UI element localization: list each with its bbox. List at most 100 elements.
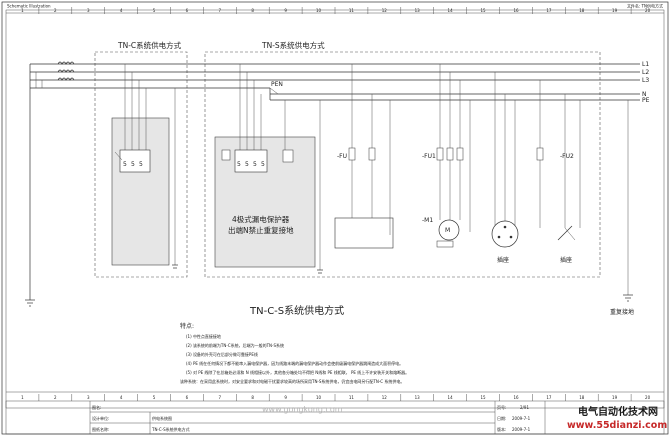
brand-line2: www.55dianzi.com (567, 420, 667, 431)
header-right-title: 文件名: TN供电方式 (627, 3, 663, 9)
bottom-ruler-number-11: 11 (349, 395, 355, 400)
inner-frame (5, 9, 665, 409)
notes-line-2: (2) 该系统的前端为TN-C系统，后端为一般的TN-S系统 (186, 342, 284, 348)
top-ruler-number-6: 6 (186, 8, 189, 13)
bus-lines (29, 61, 640, 300)
notes-heading: 特点: (180, 322, 194, 330)
tnc-box (94, 51, 188, 278)
top-ruler-number-10: 10 (316, 8, 322, 13)
top-ruler-number-20: 20 (645, 8, 651, 13)
fu2-switch-branch (536, 80, 581, 241)
tb-date2-label: 版本: (497, 426, 506, 432)
bottom-ruler-number-13: 13 (415, 395, 421, 400)
svg-text:5: 5 (237, 161, 241, 168)
header-left-title: Schematic Illustration (7, 4, 51, 9)
svg-text:5: 5 (245, 161, 249, 168)
tb-date2-value: 2009-7-1 (512, 427, 531, 432)
bottom-ruler-number-5: 5 (153, 395, 156, 400)
notes-line-5: (5) 对 PE 线除了在总箱处必须和 N 线相接以外，其他各分箱处均不得把 N… (186, 369, 409, 375)
bottom-ruler-number-6: 6 (186, 395, 189, 400)
socket-label-2: 插座 (560, 256, 572, 264)
top-ruler-number-14: 14 (448, 8, 454, 13)
top-ruler-number-12: 12 (382, 8, 388, 13)
top-ruler-number-19: 19 (612, 8, 618, 13)
bottom-ruler-number-20: 20 (645, 395, 651, 400)
svg-text:5: 5 (139, 161, 143, 168)
watermark: www.gongkong.com (262, 405, 343, 414)
top-ruler-number-2: 2 (54, 8, 57, 13)
fu1-label: -FU1 (422, 153, 436, 160)
top-ruler-number-1: 1 (21, 8, 24, 13)
tns-box (204, 51, 601, 278)
pen-label: PEN (271, 81, 283, 88)
main-title: TN-C-S系统供电方式 (249, 304, 344, 317)
bottom-ruler-number-4: 4 (120, 395, 123, 400)
fu1-motor-branch: M (436, 64, 471, 248)
bottom-ruler-number-2: 2 (54, 395, 57, 400)
bottom-ruler-number-10: 10 (316, 395, 322, 400)
bottom-ruler-number-19: 19 (612, 395, 618, 400)
bus-label-l1: L1 (642, 61, 649, 68)
repeat-ground-symbol (623, 100, 633, 302)
top-ruler-number-4: 4 (120, 8, 123, 13)
fu-branch (334, 64, 394, 249)
bottom-ruler-number-17: 17 (546, 395, 552, 400)
bottom-ruler-number-9: 9 (284, 395, 287, 400)
m1-label: -M1 (422, 217, 433, 224)
bottom-ruler-number-14: 14 (448, 395, 454, 400)
top-ruler-number-17: 17 (546, 8, 552, 13)
socket-label-1: 插座 (497, 256, 509, 264)
top-ruler-number-16: 16 (513, 8, 519, 13)
title-block (5, 400, 665, 435)
bus-label-l2: L2 (642, 69, 649, 76)
bottom-ruler-number-15: 15 (480, 395, 486, 400)
main-ground-symbol (25, 299, 35, 307)
notes-block: 特点: (1) 中性点直接接地 (2) 该系统的前端为TN-C系统，后端为一般的… (180, 322, 409, 384)
breaker-title-line1: 4极式漏电保护器 (232, 214, 290, 224)
bus-label-pe: PE (642, 97, 650, 104)
top-ruler-number-11: 11 (349, 8, 355, 13)
tb-row1: 图名: (92, 404, 101, 410)
tnc-label: TN-C系统供电方式 (117, 40, 182, 50)
top-ruler-number-5: 5 (153, 8, 156, 13)
bottom-ruler-number-3: 3 (87, 395, 90, 400)
bottom-ruler-number-12: 12 (382, 395, 388, 400)
socket-1 (491, 72, 519, 248)
notes-line-1: (1) 中性点直接接地 (186, 333, 221, 339)
fu2-label: -FU2 (560, 153, 574, 160)
tns-label: TN-S系统供电方式 (261, 40, 325, 50)
fu-label: -FU (337, 153, 347, 160)
brand-line1: 电气自动化技术网 (578, 405, 658, 418)
breaker-title-line2: 出端N禁止重复接地 (228, 225, 294, 235)
top-ruler-number-15: 15 (480, 8, 486, 13)
top-ruler-number-13: 13 (415, 8, 421, 13)
bottom-ruler-number-16: 16 (513, 395, 519, 400)
svg-text:5: 5 (123, 161, 127, 168)
notes-line-3: (3) 设备的外壳可在后部分做可靠接PE线 (186, 351, 258, 357)
top-ruler-number-7: 7 (219, 8, 222, 13)
bottom-ruler-number-1: 1 (21, 395, 24, 400)
tb-row3-value: TN-C-S系统供电方式 (151, 426, 190, 432)
notes-line-6: 该种系统：在采用此系统时，对安全要求和对电磁干扰要求较高的场所采用TN-S系统供… (180, 378, 404, 384)
tb-sheet-value: 2/91 (520, 405, 529, 410)
tb-row3-label: 图纸名称: (92, 426, 109, 432)
svg-text:5: 5 (131, 161, 135, 168)
svg-text:M: M (445, 227, 450, 234)
top-ruler-number-8: 8 (251, 8, 254, 13)
tb-row2-value: 供电系统图 (152, 415, 172, 421)
bottom-ruler-number-18: 18 (579, 395, 585, 400)
bus-label-l3: L3 (642, 77, 649, 84)
top-ruler-number-18: 18 (579, 8, 585, 13)
svg-text:5: 5 (253, 161, 257, 168)
top-ruler-number-3: 3 (87, 8, 90, 13)
tb-row2-label: 设计单位: (92, 415, 109, 421)
bus-label-n: N (642, 91, 647, 98)
bottom-ruler-number-7: 7 (219, 395, 222, 400)
tb-date-value: 2009-7-1 (512, 416, 531, 421)
tb-sheet-label: 页号: (497, 404, 506, 410)
